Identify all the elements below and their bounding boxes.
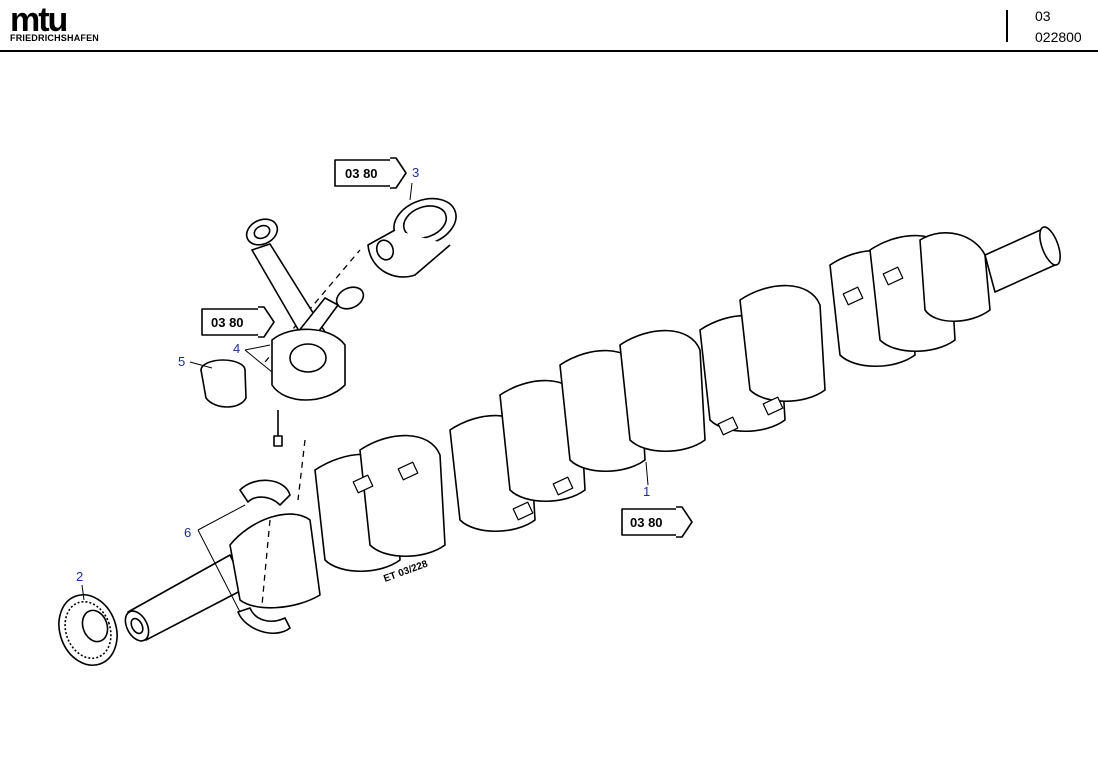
callout-4: 4 xyxy=(233,341,240,356)
header-rule xyxy=(0,50,1098,52)
callout-1: 1 xyxy=(643,484,650,499)
conrod-ref-label[interactable]: 03 80 xyxy=(211,315,244,330)
header-divider xyxy=(1006,10,1008,42)
crankshaft[interactable] xyxy=(121,224,1065,644)
drawing-number: 022800 xyxy=(1035,29,1082,45)
callout-3: 3 xyxy=(412,165,419,180)
reference-arrows xyxy=(201,157,693,538)
mtu-logo: mtu xyxy=(10,1,68,39)
crankshaft-gear[interactable] xyxy=(49,587,126,674)
logo-subtitle: FRIEDRICHSHAFEN xyxy=(10,33,100,43)
crankshaft-ref-label[interactable]: 03 80 xyxy=(630,515,663,530)
callout-6: 6 xyxy=(184,525,191,540)
group-number: 03 xyxy=(1035,8,1051,24)
callout-5: 5 xyxy=(178,354,185,369)
callout-2: 2 xyxy=(76,569,83,584)
connecting-rod[interactable] xyxy=(242,214,366,447)
piston[interactable] xyxy=(367,190,463,278)
piston-ref-label[interactable]: 03 80 xyxy=(345,166,378,181)
conrod-bearing-shell[interactable] xyxy=(200,359,247,408)
main-bearing-shells[interactable] xyxy=(237,479,291,634)
